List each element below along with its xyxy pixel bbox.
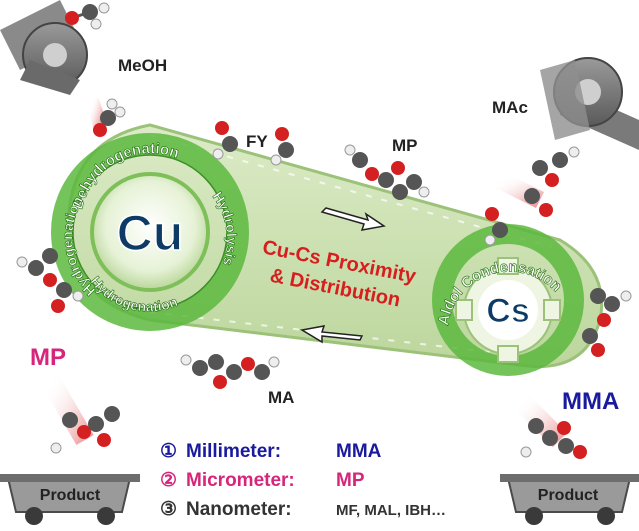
molecule-ma [180,354,280,389]
molecule-mp-product [41,374,120,454]
mma-product-label: MMA [562,388,620,415]
legend-number: ③ [160,499,178,520]
legend-scale: Micrometer: [186,470,295,491]
molecule-meoh-top [65,2,110,30]
molecule-meoh [85,97,126,137]
legend-row-micrometer: ② Micrometer: MP [160,469,365,492]
cart-right-label: Product [538,487,599,504]
molecule-formaldehyde-right [484,207,508,246]
mp-product-label: MP [30,344,66,371]
legend-row-nanometer: ③ Nanometer: MF, MAL, IBH… [160,498,446,521]
cu-site [51,133,249,331]
legend-row-millimeter: ① Millimeter: MMA [160,440,381,463]
cs-site [432,224,584,376]
fy-label: FY [246,132,268,151]
molecule-right-ester [582,288,632,357]
mac-label: MAc [492,98,528,117]
ma-label: MA [268,388,295,407]
molecule-mma-product [512,392,587,459]
product-cart-left [0,474,140,525]
molecule-left-ester [16,248,84,313]
feeder-gear-right-icon [540,57,639,150]
molecule-mp-top [344,144,430,200]
forward-arrow-icon [320,207,386,231]
gear-icon [455,257,561,363]
mp-top-label: MP [392,136,418,155]
legend-scale: Nanometer: [186,499,292,520]
legend-product: MP [336,470,365,491]
cart-left-label: Product [40,487,101,504]
molecule-fy [212,121,294,166]
legend-number: ② [160,470,178,491]
legend-scale: Millimeter: [186,441,282,462]
legend-product: MMA [336,441,382,462]
feeder-gear-left-icon [0,0,88,95]
product-cart-right [500,474,639,525]
molecule-mac [495,146,580,217]
meoh-label: MeOH [118,56,168,75]
cu-label: Cu [117,205,184,261]
legend-number: ① [160,441,178,462]
cs-label: Cs [486,292,529,330]
backward-arrow-icon [299,325,364,344]
legend-product: MF, MAL, IBH… [336,502,446,519]
